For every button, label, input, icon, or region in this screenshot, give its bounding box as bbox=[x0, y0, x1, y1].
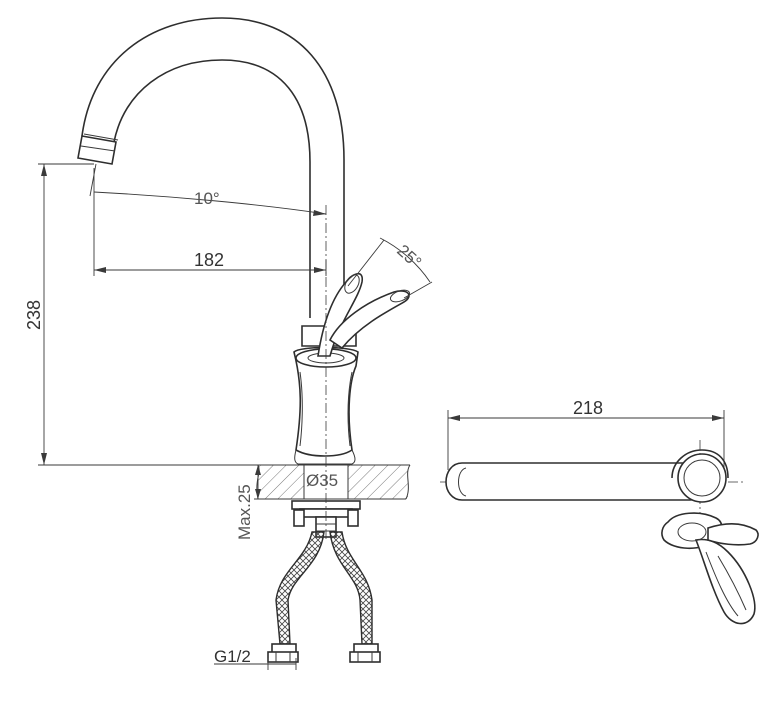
dimension-counter-thickness: Max.25 bbox=[235, 465, 300, 540]
dimension-top-length: 218 bbox=[447, 398, 725, 470]
lever-top bbox=[661, 512, 759, 625]
dimension-reach: 182 bbox=[93, 168, 327, 276]
dimension-lever-angle: 25° bbox=[347, 237, 433, 299]
mixer-body bbox=[293, 325, 359, 465]
dimension-spout-angle: 10° bbox=[89, 163, 327, 216]
dim-lever-angle-label: 25° bbox=[393, 241, 425, 272]
flexible-hoses bbox=[267, 531, 381, 663]
dim-top-length-label: 218 bbox=[573, 398, 603, 418]
dim-angle-label: 10° bbox=[194, 189, 220, 208]
body-top bbox=[677, 453, 727, 503]
side-view: 238 182 10° 25° Ø35 bbox=[24, 17, 433, 670]
dim-height-label: 238 bbox=[24, 300, 44, 330]
dim-connection-label: G1/2 bbox=[214, 647, 251, 666]
dim-reach-label: 182 bbox=[194, 250, 224, 270]
countertop bbox=[254, 464, 411, 500]
dim-hole-label: Ø35 bbox=[306, 471, 338, 490]
dimension-height: 238 bbox=[24, 163, 258, 466]
dim-thickness-label: Max.25 bbox=[235, 484, 254, 540]
dimension-connection: G1/2 bbox=[214, 647, 297, 670]
spout bbox=[77, 17, 345, 318]
spout-top bbox=[445, 462, 711, 501]
lever-handle bbox=[317, 272, 411, 357]
top-view: 218 bbox=[440, 398, 759, 625]
